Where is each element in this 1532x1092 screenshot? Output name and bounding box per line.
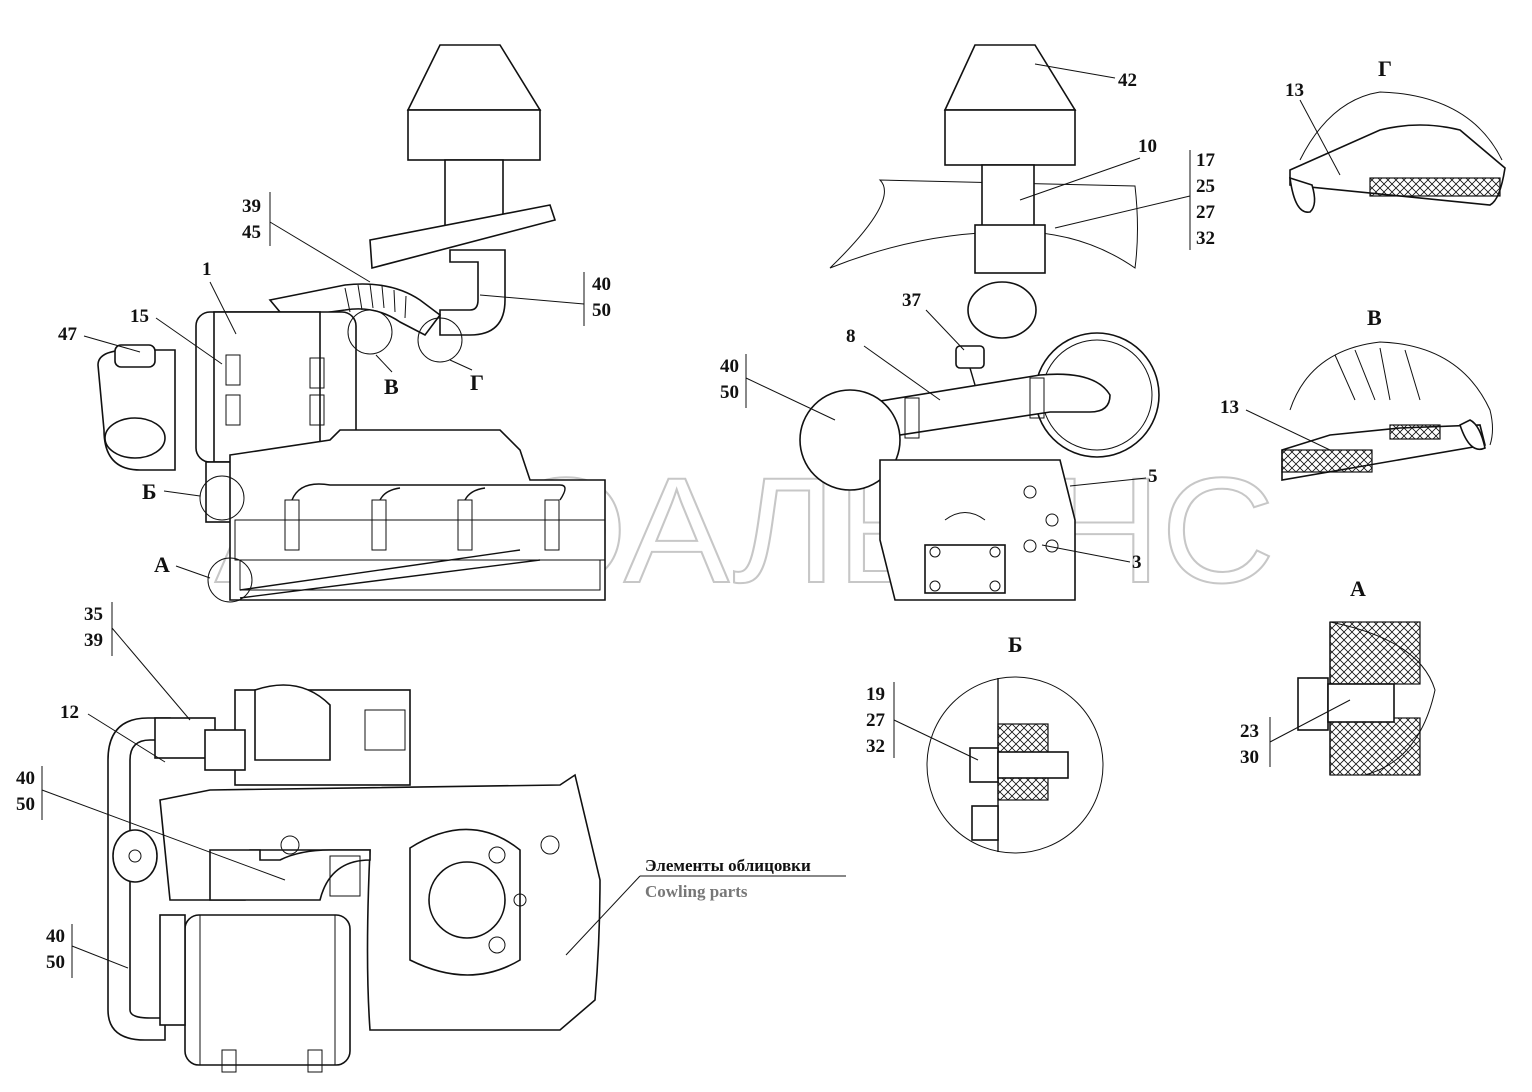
view-front-assembly xyxy=(799,44,1160,601)
detail-a-callout-23: 23 xyxy=(1240,721,1259,742)
callout-40-low1: 40 xyxy=(16,768,35,789)
detail-b-callout-32: 32 xyxy=(866,736,885,757)
callout-42: 42 xyxy=(1118,70,1137,91)
detail-b-title: Б xyxy=(1008,632,1023,657)
callout-39: 39 xyxy=(84,630,103,651)
view-label-b-left: Б xyxy=(142,479,157,504)
callout-50-low1: 50 xyxy=(16,794,35,815)
callout-40-mid: 40 xyxy=(720,356,739,377)
callout-40-top: 40 xyxy=(592,274,611,295)
callout-25: 25 xyxy=(1196,176,1215,197)
detail-b: Б 19 27 32 xyxy=(866,632,1104,854)
caption-en: Cowling parts xyxy=(645,882,748,901)
caption-ru: Элементы облицовки xyxy=(645,856,811,875)
callout-3: 3 xyxy=(1132,552,1142,573)
detail-a-callout-30: 30 xyxy=(1240,747,1259,768)
detail-b-callout-27: 27 xyxy=(866,710,886,731)
callout-32: 32 xyxy=(1196,228,1215,249)
detail-g: Г 13 xyxy=(1285,56,1506,213)
callout-50-low2: 50 xyxy=(46,952,65,973)
callout-45: 45 xyxy=(242,222,261,243)
callouts-bottom: 35 39 12 40 50 40 50 xyxy=(16,602,286,978)
view-label-v-left: В xyxy=(384,374,399,399)
callout-8: 8 xyxy=(846,326,856,347)
callout-50-mid: 50 xyxy=(720,382,739,403)
callout-35: 35 xyxy=(84,604,103,625)
callout-10: 10 xyxy=(1138,136,1157,157)
callout-15: 15 xyxy=(130,306,149,327)
callout-39: 39 xyxy=(242,196,261,217)
callouts-left: 39 45 1 15 47 40 50 В Г Б А xyxy=(58,192,611,579)
callout-1: 1 xyxy=(202,259,212,280)
callout-47: 47 xyxy=(58,324,78,345)
detail-a: А 23 30 xyxy=(1240,576,1436,776)
callout-5: 5 xyxy=(1148,466,1158,487)
callout-37: 37 xyxy=(902,290,922,311)
view-top-assembly xyxy=(107,684,601,1073)
view-label-g-left: Г xyxy=(470,370,484,395)
view-left-assembly xyxy=(97,44,606,603)
cowling-caption: Элементы облицовки Cowling parts xyxy=(565,856,846,956)
detail-v-callout-13: 13 xyxy=(1220,397,1239,418)
detail-v-title: В xyxy=(1367,305,1382,330)
callout-17: 17 xyxy=(1196,150,1216,171)
callout-12: 12 xyxy=(60,702,79,723)
detail-v: В 13 xyxy=(1220,305,1493,481)
callout-27: 27 xyxy=(1196,202,1216,223)
view-label-a-left: А xyxy=(154,552,170,577)
detail-g-title: Г xyxy=(1378,56,1392,81)
callout-50-top: 50 xyxy=(592,300,611,321)
detail-a-title: А xyxy=(1350,576,1366,601)
callout-40-low2: 40 xyxy=(46,926,65,947)
detail-b-callout-19: 19 xyxy=(866,684,885,705)
callouts-front: 42 10 17 25 27 32 37 8 40 50 5 3 xyxy=(720,63,1216,573)
detail-g-callout-13: 13 xyxy=(1285,80,1304,101)
